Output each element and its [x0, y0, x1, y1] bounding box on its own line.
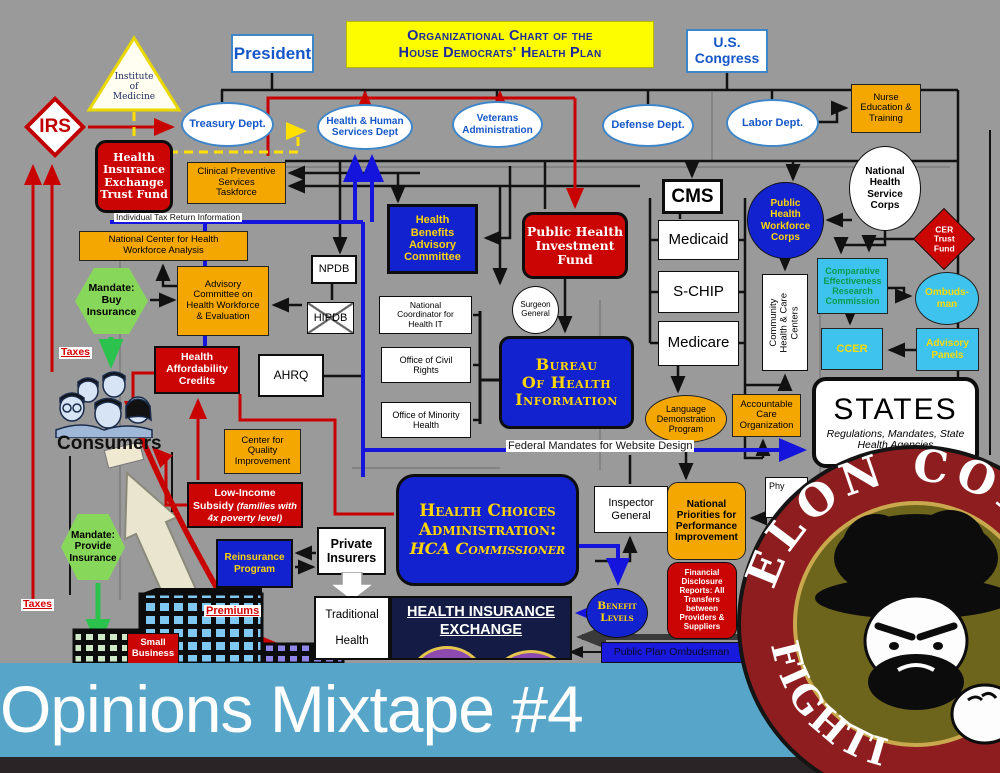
node-npdb: NPDB: [311, 255, 357, 284]
node-surgeon-general: Surgeon General: [512, 286, 559, 334]
node-qualified-plans: Qualified: [406, 646, 488, 658]
caption-text: Opinions Mixtape #4: [0, 672, 584, 746]
node-cms: CMS: [662, 179, 723, 214]
node-comparative-effectiveness-research-commission: Comparative Effectiveness Research Commi…: [817, 258, 888, 314]
node-public-plan: Public: [487, 650, 570, 658]
node-national-center-health-workforce-analysis: National Center for Health Workforce Ana…: [79, 231, 248, 261]
node-office-civil-rights: Office of Civil Rights: [381, 347, 471, 383]
node-benefit-levels: Benefit Levels: [586, 588, 648, 638]
node-states: STATES Regulations, Mandates, State Heal…: [812, 377, 979, 468]
label-premiums: Premiums: [204, 605, 262, 618]
label-federal-mandates-website-design: Federal Mandates for Website Design: [506, 440, 695, 453]
label-taxes-lower: Taxes: [21, 598, 54, 611]
label-taxes-upper: Taxes: [59, 346, 92, 359]
node-advisory-panels: Advisory Panels: [916, 328, 979, 371]
node-reinsurance-program: Reinsurance Program: [216, 539, 293, 588]
node-national-health-service-corps: National Health Service Corps: [849, 146, 921, 231]
node-veterans-administration: Veterans Administration: [452, 101, 543, 148]
node-community-health-care-centers: Community Health & Care Centers: [762, 274, 808, 371]
node-mandate-buy-insurance: Mandate: Buy Insurance: [75, 268, 148, 334]
node-institute-of-medicine: Institute of Medicine: [86, 35, 182, 113]
node-irs: IRS: [23, 95, 87, 159]
node-traditional-health: Traditional Health: [314, 596, 390, 660]
node-office-minority-health: Office of Minority Health: [381, 402, 471, 438]
node-inspector-general: Inspector General: [594, 486, 668, 533]
node-health-benefits-advisory-committee: Health Benefits Advisory Committee: [387, 204, 478, 274]
node-national-coordinator-health-it: National Coordinator for Health IT: [379, 296, 472, 334]
node-mandate-provide-insurance: Mandate: Provide Insurance: [61, 514, 125, 580]
caption-banner: Opinions Mixtape #4: [0, 663, 1000, 757]
crossed-out-marks: [308, 303, 353, 333]
node-health-insurance-exchange-trust-fund: Health Insurance Exchange Trust Fund: [95, 140, 173, 213]
node-advisory-committee-health-workforce: Advisory Committee on Health Workforce &…: [177, 266, 269, 336]
node-labor-dept: Labor Dept.: [726, 99, 819, 147]
city-buildings-clipart: [72, 588, 345, 663]
node-nurse-education-training: Nurse Education & Training: [851, 84, 921, 133]
node-cer-trust-fund: CER Trust Fund: [912, 207, 976, 271]
chart-title: Organizational Chart of the House Democr…: [346, 21, 654, 68]
node-hhs-dept: Health & Human Services Dept: [317, 104, 413, 150]
node-private-insurers: Private Insurers: [317, 527, 386, 575]
node-ccer: CCER: [821, 328, 883, 370]
node-phy: Phy: [765, 477, 808, 518]
node-hipdb: HIPDB: [307, 302, 354, 334]
triangle-shape: [86, 35, 182, 112]
node-public-health-workforce-corps: Public Health Workforce Corps: [747, 182, 824, 259]
bottom-dark-strip: [0, 757, 1000, 773]
node-medicaid: Medicaid: [658, 220, 739, 260]
node-bureau-of-health-information: Bureau Of Health Information: [499, 336, 634, 429]
node-financial-disclosure-reports: Financial Disclosure Reports: All Transf…: [667, 562, 737, 639]
node-president: President: [231, 34, 314, 73]
node-us-congress: U.S. Congress: [686, 29, 768, 73]
node-public-health-investment-fund: Public Health Investment Fund: [522, 212, 628, 279]
node-public-plan-ombudsman: Public Plan Ombudsman: [601, 642, 742, 663]
node-small-business: Small Business: [127, 633, 179, 665]
node-national-priorities-performance: National Priorities for Performance Impr…: [667, 482, 746, 560]
node-clinical-preventive-services-taskforce: Clinical Preventive Services Taskforce: [187, 162, 286, 204]
node-center-quality-improvement: Center for Quality Improvement: [224, 429, 301, 474]
node-low-income-subsidy: Low-Income Subsidy (families with 4x pov…: [187, 482, 303, 528]
node-medicare: Medicare: [658, 321, 739, 366]
node-accountable-care-organization: Accountable Care Organization: [732, 394, 801, 437]
label-individual-tax-return-information: Individual Tax Return Information: [114, 212, 243, 223]
node-health-insurance-exchange: HEALTH INSURANCE EXCHANGE Qualified Publ…: [390, 596, 572, 660]
node-ahrq: AHRQ: [258, 354, 324, 397]
consumers-clipart: [55, 371, 153, 438]
node-ombudsman: Ombuds- man: [915, 272, 979, 325]
node-health-affordability-credits: Health Affordability Credits: [154, 346, 240, 394]
node-treasury-dept: Treasury Dept.: [181, 102, 274, 147]
node-language-demonstration-program: Language Demonstration Program: [645, 395, 727, 443]
node-defense-dept: Defense Dept.: [602, 104, 694, 147]
consumers-label: Consumers: [57, 433, 162, 454]
node-health-choices-administration: Health Choices Administration: HCA Commi…: [396, 474, 579, 586]
node-schip: S-CHIP: [658, 271, 739, 313]
